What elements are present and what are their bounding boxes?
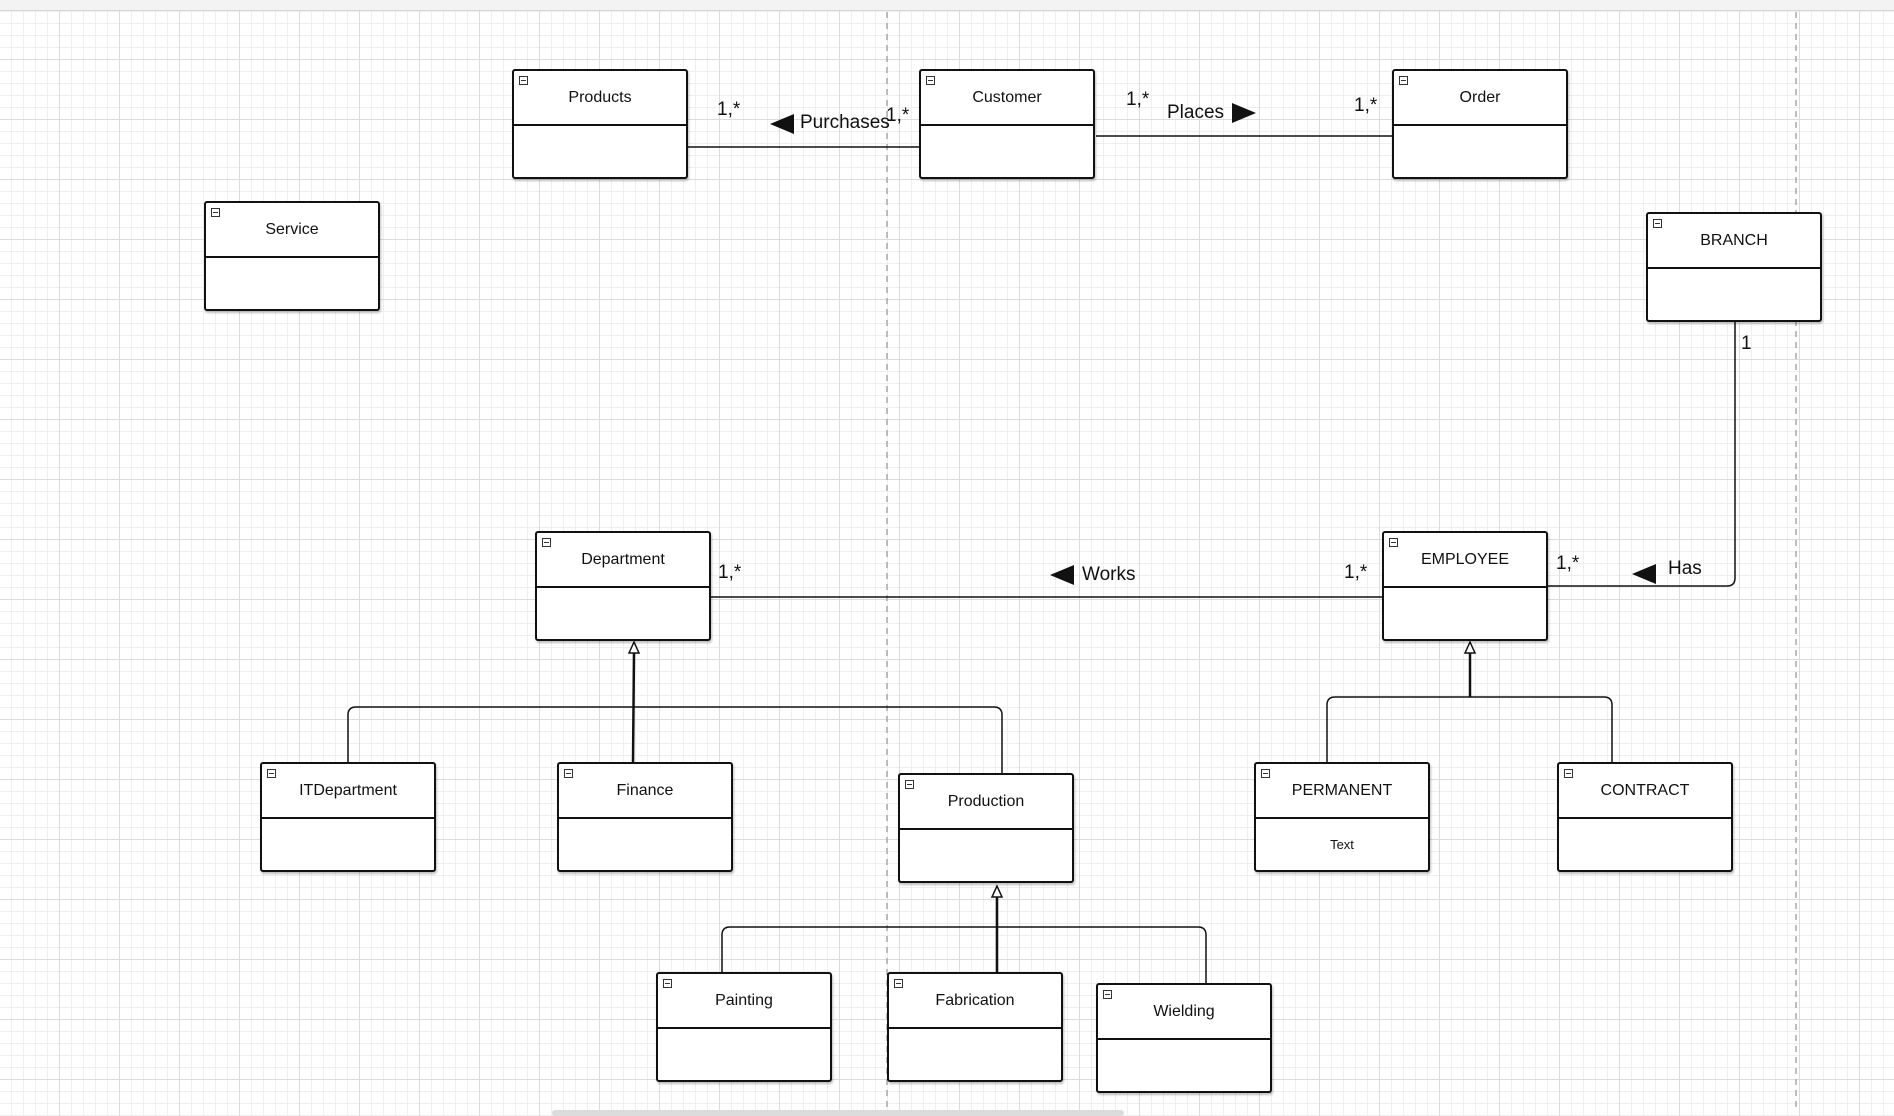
class-attributes — [1394, 126, 1566, 177]
collapse-icon[interactable] — [519, 76, 528, 85]
collapse-icon[interactable] — [267, 769, 276, 778]
multiplicity-label[interactable]: 1,* — [886, 105, 910, 126]
class-wielding[interactable]: Wielding — [1096, 983, 1272, 1093]
department-inheritance-triangle — [627, 640, 641, 654]
class-name: BRANCH — [1648, 214, 1820, 269]
class-attributes — [559, 819, 731, 870]
collapse-icon[interactable] — [542, 538, 551, 547]
class-attributes — [206, 258, 378, 309]
production-generalization-tree — [721, 926, 1207, 983]
collapse-icon[interactable] — [1399, 76, 1408, 85]
multiplicity-label[interactable]: 1,* — [1126, 89, 1150, 110]
multiplicity-label[interactable]: 1,* — [718, 562, 742, 583]
department-generalization-tree — [347, 706, 1003, 773]
class-employee[interactable]: EMPLOYEE — [1382, 531, 1548, 641]
class-attributes — [262, 819, 434, 870]
employee-generalization-tree — [1326, 696, 1613, 762]
association-name-purchases[interactable]: Purchases — [800, 112, 890, 133]
class-attributes — [658, 1029, 830, 1080]
class-branch[interactable]: BRANCH — [1646, 212, 1822, 322]
class-attributes — [921, 126, 1093, 177]
collapse-icon[interactable] — [894, 979, 903, 988]
class-name: Fabrication — [889, 974, 1061, 1029]
department-generalization-line — [631, 651, 636, 763]
class-attributes: Text — [1330, 837, 1354, 852]
class-name: Order — [1394, 71, 1566, 126]
class-attributes — [514, 126, 686, 177]
class-name: CONTRACT — [1559, 764, 1731, 819]
class-name: Wielding — [1098, 985, 1270, 1040]
class-name: Finance — [559, 764, 731, 819]
class-name: PERMANENT — [1256, 764, 1428, 819]
class-name: EMPLOYEE — [1384, 533, 1546, 588]
class-name: Department — [537, 533, 709, 588]
production-inheritance-triangle — [990, 884, 1004, 898]
class-contract[interactable]: CONTRACT — [1557, 762, 1733, 872]
association-name-has[interactable]: Has — [1668, 558, 1702, 579]
class-products[interactable]: Products — [512, 69, 688, 179]
class-customer[interactable]: Customer — [919, 69, 1095, 179]
collapse-icon[interactable] — [1389, 538, 1398, 547]
class-finance[interactable]: Finance — [557, 762, 733, 872]
class-attributes — [1648, 269, 1820, 320]
multiplicity-label[interactable]: 1,* — [717, 99, 741, 120]
class-name: Production — [900, 775, 1072, 830]
class-production[interactable]: Production — [898, 773, 1074, 883]
class-attributes — [1098, 1040, 1270, 1091]
top-toolbar-edge — [0, 0, 1894, 11]
has-direction-arrow — [1632, 564, 1656, 584]
class-attributes — [537, 588, 709, 639]
class-permanent[interactable]: PERMANENT Text — [1254, 762, 1430, 872]
places-direction-arrow — [1232, 103, 1256, 123]
collapse-icon[interactable] — [926, 76, 935, 85]
class-attributes — [1559, 819, 1731, 870]
horizontal-scrollbar[interactable] — [552, 1110, 1124, 1116]
multiplicity-label[interactable]: 1 — [1741, 333, 1752, 354]
class-attributes — [900, 830, 1072, 881]
collapse-icon[interactable] — [905, 780, 914, 789]
class-painting[interactable]: Painting — [656, 972, 832, 1082]
collapse-icon[interactable] — [1653, 219, 1662, 228]
association-name-works[interactable]: Works — [1082, 564, 1136, 585]
class-name: Service — [206, 203, 378, 258]
class-service[interactable]: Service — [204, 201, 380, 311]
collapse-icon[interactable] — [1564, 769, 1573, 778]
employee-inheritance-triangle — [1463, 640, 1477, 654]
class-name: Products — [514, 71, 686, 126]
collapse-icon[interactable] — [663, 979, 672, 988]
class-fabrication[interactable]: Fabrication — [887, 972, 1063, 1082]
has-association-line — [1546, 322, 1736, 587]
collapse-icon[interactable] — [564, 769, 573, 778]
collapse-icon[interactable] — [211, 208, 220, 217]
class-itdepartment[interactable]: ITDepartment — [260, 762, 436, 872]
class-order[interactable]: Order — [1392, 69, 1568, 179]
collapse-icon[interactable] — [1261, 769, 1270, 778]
collapse-icon[interactable] — [1103, 990, 1112, 999]
multiplicity-label[interactable]: 1,* — [1344, 562, 1368, 583]
purchases-direction-arrow — [770, 114, 794, 134]
multiplicity-label[interactable]: 1,* — [1354, 95, 1378, 116]
class-name: ITDepartment — [262, 764, 434, 819]
class-department[interactable]: Department — [535, 531, 711, 641]
multiplicity-label[interactable]: 1,* — [1556, 553, 1580, 574]
association-name-places[interactable]: Places — [1167, 102, 1225, 123]
class-name: Customer — [921, 71, 1093, 126]
works-direction-arrow — [1050, 565, 1074, 585]
class-attributes — [889, 1029, 1061, 1080]
class-name: Painting — [658, 974, 830, 1029]
class-attributes — [1384, 588, 1546, 639]
